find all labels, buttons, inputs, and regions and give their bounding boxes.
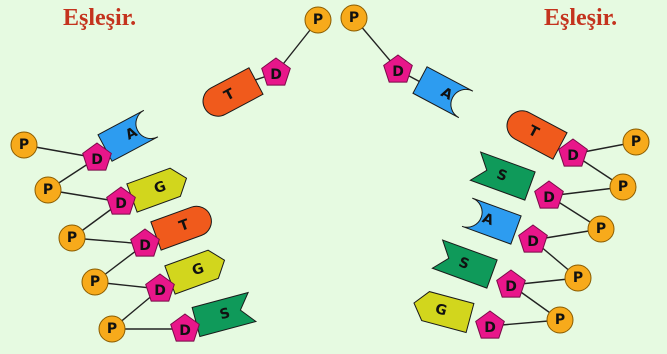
phosphate-label: P xyxy=(67,230,77,246)
phosphate-group: P xyxy=(34,176,62,204)
deoxyribose-sugar: D xyxy=(475,310,505,339)
base-t: T xyxy=(506,110,568,160)
sugar-label: D xyxy=(115,196,127,212)
phosphate-label: P xyxy=(618,179,628,195)
base-label-g: G xyxy=(152,178,168,197)
deoxyribose-sugar: D xyxy=(82,142,112,171)
sugar-label: D xyxy=(91,152,103,168)
deoxyribose-sugar: D xyxy=(130,228,160,257)
deoxyribose-sugar: D xyxy=(383,54,413,83)
sugar-label: D xyxy=(154,283,166,299)
phosphate-group: P xyxy=(587,215,615,243)
phosphate-group: P xyxy=(98,315,126,343)
deoxyribose-sugar: D xyxy=(145,273,175,302)
phosphate-label: P xyxy=(596,221,606,237)
deoxyribose-sugar: D xyxy=(496,269,526,298)
sugar-label: D xyxy=(484,320,496,336)
phosphate-group: P xyxy=(10,131,38,159)
base-label-g: G xyxy=(190,260,206,279)
base-s: S xyxy=(191,291,258,338)
deoxyribose-sugar: D xyxy=(106,186,136,215)
phosphate-label: P xyxy=(19,137,29,153)
title-right: Eşleşir. xyxy=(544,5,618,31)
phosphate-label: P xyxy=(573,270,583,286)
deoxyribose-sugar: D xyxy=(534,180,564,209)
sugar-label: D xyxy=(270,67,282,83)
deoxyribose-sugar: D xyxy=(558,138,588,167)
sugar-label: D xyxy=(567,148,579,164)
phosphate-label: P xyxy=(555,312,565,328)
sugar-label: D xyxy=(392,64,404,80)
title-left: Eşleşir. xyxy=(63,5,137,31)
base-s: S xyxy=(469,151,536,201)
sugar-label: D xyxy=(543,190,555,206)
phosphate-group: P xyxy=(304,6,332,34)
base-label-g: G xyxy=(433,301,448,319)
phosphate-label: P xyxy=(90,274,100,290)
phosphate-group: P xyxy=(564,264,592,292)
phosphate-label: P xyxy=(107,321,117,337)
base-a: A xyxy=(412,66,474,119)
sugar-label: D xyxy=(179,323,191,339)
base-g: G xyxy=(126,167,188,213)
base-g: G xyxy=(413,291,475,334)
base-a: A xyxy=(461,197,522,245)
deoxyribose-sugar: D xyxy=(261,57,291,86)
phosphate-label: P xyxy=(313,12,323,28)
base-a: A xyxy=(97,109,159,162)
base-t: T xyxy=(150,205,212,251)
deoxyribose-sugar: D xyxy=(170,313,200,342)
base-s: S xyxy=(431,239,498,289)
phosphate-group: P xyxy=(340,4,368,32)
sugar-label: D xyxy=(139,238,151,254)
base-t: T xyxy=(202,67,264,117)
deoxyribose-sugar: D xyxy=(518,224,548,253)
base-label-a: A xyxy=(480,210,496,229)
phosphate-group: P xyxy=(609,173,637,201)
phosphate-group: P xyxy=(622,128,650,156)
phosphate-label: P xyxy=(631,134,641,150)
sugar-label: D xyxy=(505,279,517,295)
base-label-s: S xyxy=(218,305,232,323)
base-g: G xyxy=(164,249,226,295)
phosphate-group: P xyxy=(546,306,574,334)
phosphate-group: P xyxy=(58,224,86,252)
sugar-label: D xyxy=(527,234,539,250)
phosphate-group: P xyxy=(81,268,109,296)
phosphate-label: P xyxy=(43,182,53,198)
phosphate-label: P xyxy=(349,10,359,26)
